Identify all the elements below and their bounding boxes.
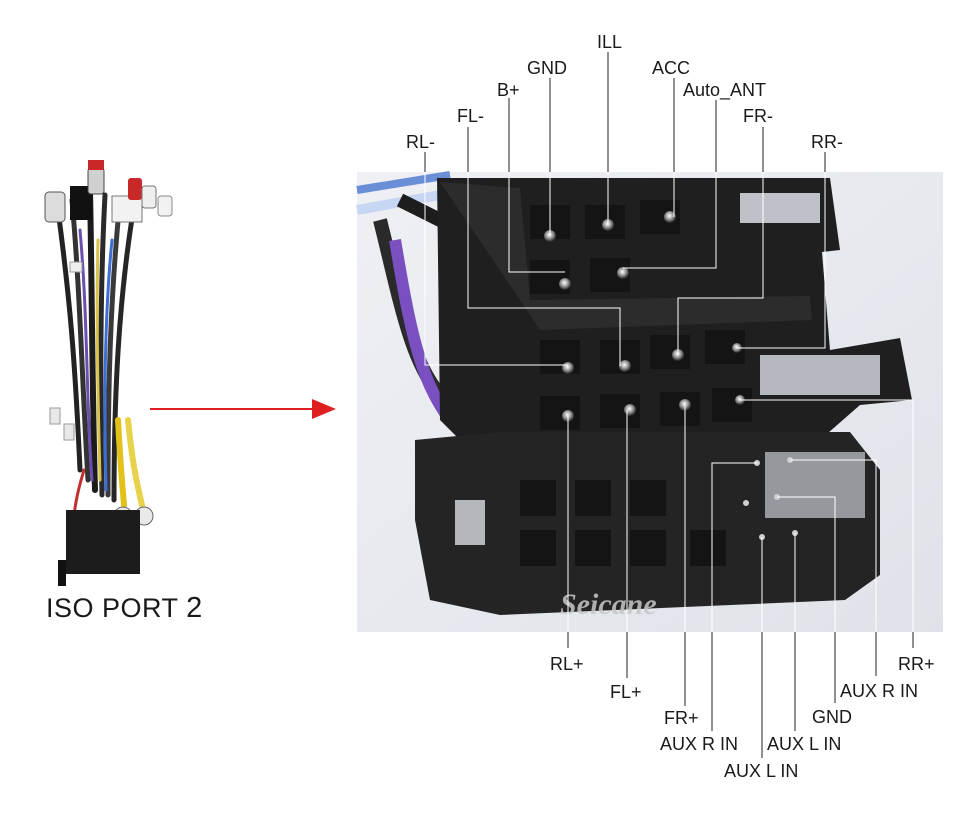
label-fr-plus: FR+ <box>664 708 699 728</box>
label-fl-plus: FL+ <box>610 682 642 702</box>
leader-rr-plus <box>740 399 914 648</box>
leader-lines-outside <box>424 52 914 758</box>
label-rr-minus: RR- <box>811 132 843 152</box>
label-fl-minus: FL- <box>457 106 484 126</box>
label-aux-r-in-2: AUX R IN <box>840 681 919 701</box>
caption-iso-port: ISO PORT 2 <box>46 592 203 625</box>
watermark: Seicane <box>560 588 657 621</box>
label-gnd-bottom: GND <box>812 707 852 727</box>
label-b-plus: B+ <box>497 80 520 100</box>
leader-rl-minus <box>424 152 568 366</box>
label-aux-r-in-1: AUX R IN <box>660 734 739 754</box>
caption-number: 2 <box>186 592 203 624</box>
label-ill: ILL <box>597 32 623 52</box>
label-rl-minus: RL- <box>406 132 436 152</box>
label-aux-l-in-1: AUX L IN <box>767 734 842 754</box>
harness-thumbnail <box>44 160 173 586</box>
leader-fr-minus <box>677 127 764 355</box>
label-auto-ant: Auto_ANT <box>683 80 767 100</box>
leader-aux-r-in-2 <box>790 459 877 676</box>
connector-photo: Seicane <box>356 171 943 632</box>
caption-text: ISO PORT <box>46 593 179 623</box>
leader-rr-minus <box>737 152 826 349</box>
label-aux-l-in-2: AUX L IN <box>724 761 799 781</box>
label-gnd-top: GND <box>527 58 567 78</box>
label-acc: ACC <box>652 58 691 78</box>
leader-fl-minus <box>467 127 621 366</box>
label-rr-plus: RR+ <box>898 654 935 674</box>
label-rl-plus: RL+ <box>550 654 584 674</box>
label-fr-minus: FR- <box>743 106 773 126</box>
